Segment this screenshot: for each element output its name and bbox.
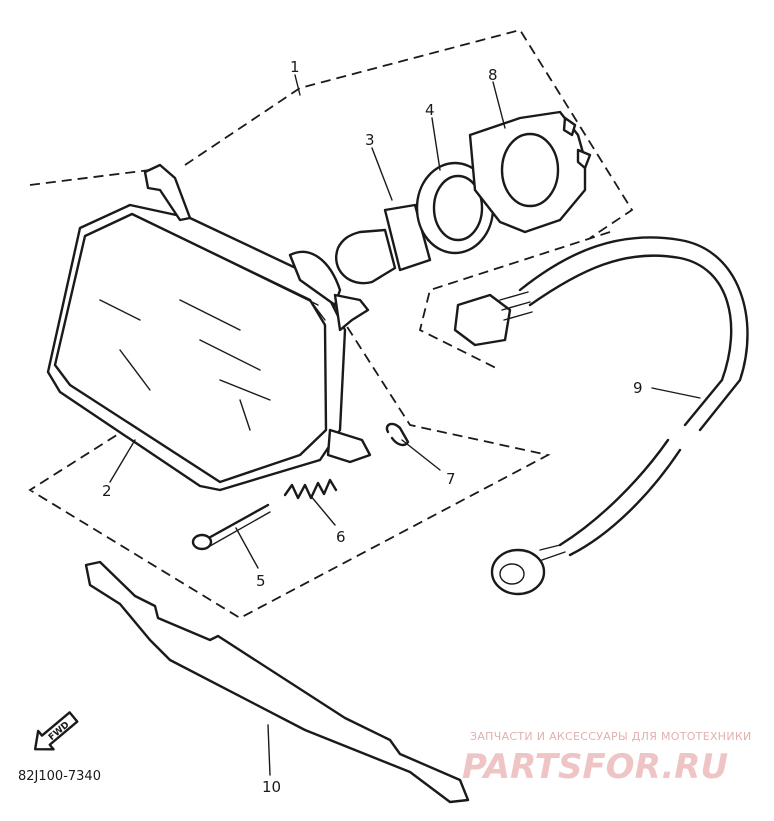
assembly-outline-9 — [418, 231, 611, 371]
lower-bracket — [326, 428, 372, 464]
leader-5 — [235, 527, 259, 569]
callout-3: 3 — [365, 131, 375, 149]
wire-harness — [453, 236, 749, 596]
adjust-screw — [191, 503, 271, 551]
lens-texture — [99, 299, 271, 431]
headlight-rim — [131, 213, 326, 321]
watermark-tagline: ЗАПЧАСТИ И АКСЕССУАРЫ ДЛЯ МОТОТЕХНИКИ — [470, 730, 752, 743]
harness-cable-upper — [518, 236, 749, 432]
fwd-arrow-icon: FWD — [33, 711, 79, 751]
dust-cover-body — [468, 110, 587, 234]
adjust-bracket — [333, 293, 370, 332]
leader-10 — [267, 724, 271, 776]
screw-head — [191, 533, 213, 551]
leader-9 — [651, 387, 701, 399]
mount-bracket-top — [143, 163, 192, 222]
callout-5: 5 — [256, 572, 266, 590]
screw-shaft — [203, 503, 270, 542]
leader-8 — [492, 81, 506, 129]
dust-cover-tab — [562, 116, 592, 170]
leader-2 — [109, 439, 136, 483]
harness-cable-upper-edge — [528, 254, 733, 427]
harness-connector-top — [453, 293, 512, 347]
callout-6: 6 — [336, 528, 346, 546]
screw-shaft-edge — [209, 511, 271, 547]
watermark-brand: PARTSFOR.RU — [462, 747, 728, 787]
assembly-outline-1 — [28, 28, 634, 620]
leader-3 — [371, 147, 393, 201]
bulb — [335, 203, 450, 285]
dust-cover — [468, 110, 592, 234]
diagram-code: 82J100-7340 — [18, 769, 101, 784]
callout-9: 9 — [633, 379, 643, 397]
leader-4 — [431, 117, 441, 171]
socket-ring-inner — [432, 174, 484, 242]
callout-8: 8 — [488, 66, 498, 84]
callout-4: 4 — [425, 101, 435, 119]
harness-cable-lower — [558, 438, 682, 557]
callout-7: 7 — [446, 470, 456, 488]
leader-7 — [401, 439, 441, 471]
harness-connector-bottom-wires — [539, 544, 566, 561]
headlight-housing — [46, 203, 347, 492]
harness-connector-bottom — [490, 548, 546, 596]
mounting-stay — [84, 560, 470, 804]
adjust-spring — [283, 478, 338, 500]
harness-connector-bottom-face — [499, 563, 525, 585]
callout-1: 1 — [290, 58, 300, 76]
callout-2: 2 — [102, 482, 112, 500]
dust-cover-opening — [500, 132, 560, 208]
headlight-unit — [46, 163, 372, 492]
harness-connector-top-wires — [499, 291, 533, 321]
leader-6 — [309, 494, 336, 526]
callout-10: 10 — [262, 778, 281, 796]
bulb-glass — [335, 228, 397, 285]
clip — [385, 422, 410, 447]
leader-1 — [294, 74, 301, 96]
